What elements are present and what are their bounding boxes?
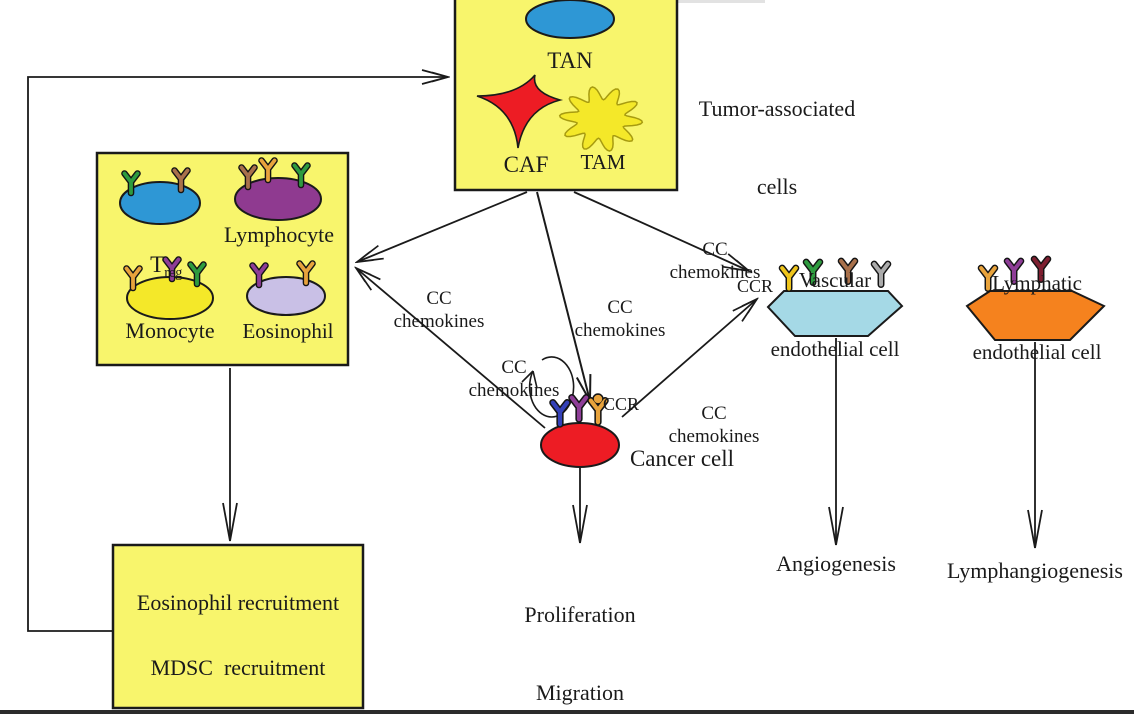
tam-label: TAM <box>580 150 626 174</box>
caf-label: CAF <box>503 152 549 177</box>
monocyte-label: Monocyte <box>125 318 215 343</box>
lymphocyte-cell <box>234 177 322 221</box>
lymphangiogenesis-label: Lymphangiogenesis <box>947 558 1123 583</box>
receptor-icon-green <box>291 162 311 189</box>
receptor-icon-green <box>121 170 141 197</box>
receptor-icon-brown <box>238 164 258 191</box>
receptor-icon-brown <box>837 257 859 286</box>
vascular-endothelial-cell <box>766 290 904 337</box>
receptor-icon-gray <box>870 260 892 289</box>
receptor-icon-maroon <box>1030 255 1052 284</box>
autocrine-loop-arrowhead <box>521 370 538 389</box>
receptor-knob <box>592 393 604 405</box>
lymphocyte-label: Lymphocyte <box>224 222 334 247</box>
caf-cell <box>476 74 564 149</box>
receptor-icon-green <box>187 261 207 288</box>
tumor-associated-cells-caption: Tumor-associated cells <box>698 95 856 200</box>
receptor-icon-brown <box>171 167 191 194</box>
receptor-icon-amber <box>258 157 278 184</box>
arrow-cancer-to-immunebox <box>356 268 546 429</box>
receptor-icon-amber <box>587 393 609 426</box>
receptor-icon-purple <box>1003 257 1025 286</box>
bottom-screen-bar <box>0 710 1134 714</box>
tan-label: TAN <box>547 48 593 73</box>
treg-label: Treg <box>150 252 183 282</box>
arrow-tumorbox-to-vascular <box>573 191 749 271</box>
cancer-outcomes-label: Proliferation Migration Invasion <box>524 601 636 706</box>
tam-cell <box>558 86 644 152</box>
arrow-cancer-to-vascular <box>621 299 757 418</box>
arrow-tumorbox-to-cancer <box>536 191 590 401</box>
feedback-arrow <box>27 77 448 632</box>
vascular-endothelial-cell-label: Vascular endothelial cell <box>770 268 900 361</box>
receptor-icon-purple <box>568 394 590 423</box>
ccr-label-cancer: CCR <box>602 394 640 414</box>
lymphatic-endothelial-cell-label: Lymphatic endothelial cell <box>972 271 1102 364</box>
receptor-icon-green <box>802 258 824 287</box>
receptor-icon-amber <box>296 260 316 287</box>
eosinophil-label: Eosinophil <box>242 319 334 343</box>
receptor-icon-amber <box>977 264 999 293</box>
outcome-box <box>111 543 365 710</box>
outcome-box-text: Eosinophil recruitment MDSC recruitment … <box>136 589 340 680</box>
receptor-icon-blue <box>549 399 571 428</box>
receptor-icon-yellow <box>778 264 800 293</box>
cancer-cell-label: Cancer cell <box>629 446 735 471</box>
tan-cell <box>525 0 615 39</box>
receptor-icon-amber <box>123 265 143 292</box>
arrow-tumorbox-to-immunebox <box>357 191 528 262</box>
receptor-layer <box>121 157 1052 428</box>
cancer-cell <box>540 422 620 468</box>
eosinophil-cell <box>246 276 326 316</box>
ccr-label-vascular: CCR <box>736 276 774 296</box>
receptor-icon-purple <box>162 256 182 283</box>
receptor-icon-purple <box>249 262 269 289</box>
angiogenesis-label: Angiogenesis <box>776 551 896 576</box>
